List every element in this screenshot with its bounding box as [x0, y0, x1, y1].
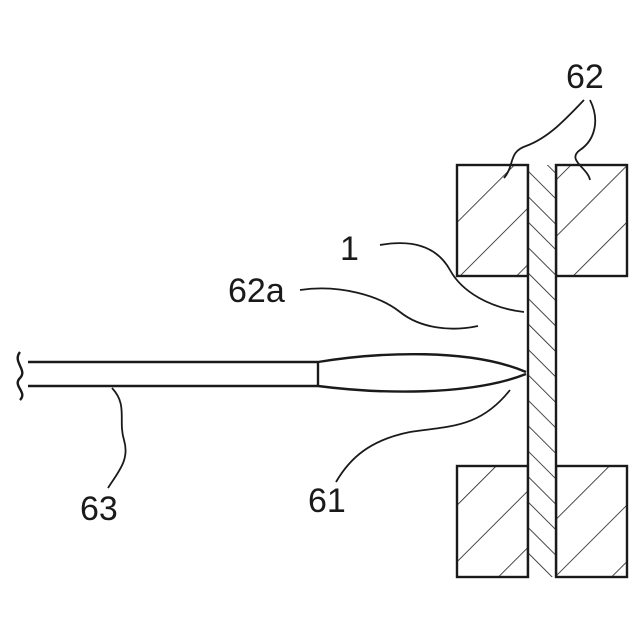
holder-upper-left [457, 165, 528, 276]
sheet-strip [528, 165, 556, 577]
probe-tip [318, 354, 526, 391]
holder-lower-right [556, 466, 627, 577]
leader-63 [108, 388, 126, 488]
holder-upper-right [556, 165, 627, 276]
break-mark-icon [18, 352, 23, 400]
label-sheet: 1 [340, 230, 359, 268]
leader-lines [108, 100, 595, 488]
probe-shaft [18, 352, 318, 400]
label-probe-shaft: 63 [80, 490, 118, 528]
label-holder-face: 62a [228, 272, 285, 310]
leader-62a [300, 288, 478, 328]
holder-lower-left [457, 466, 528, 577]
label-holder: 62 [566, 58, 604, 96]
label-probe-tip: 61 [308, 482, 346, 520]
